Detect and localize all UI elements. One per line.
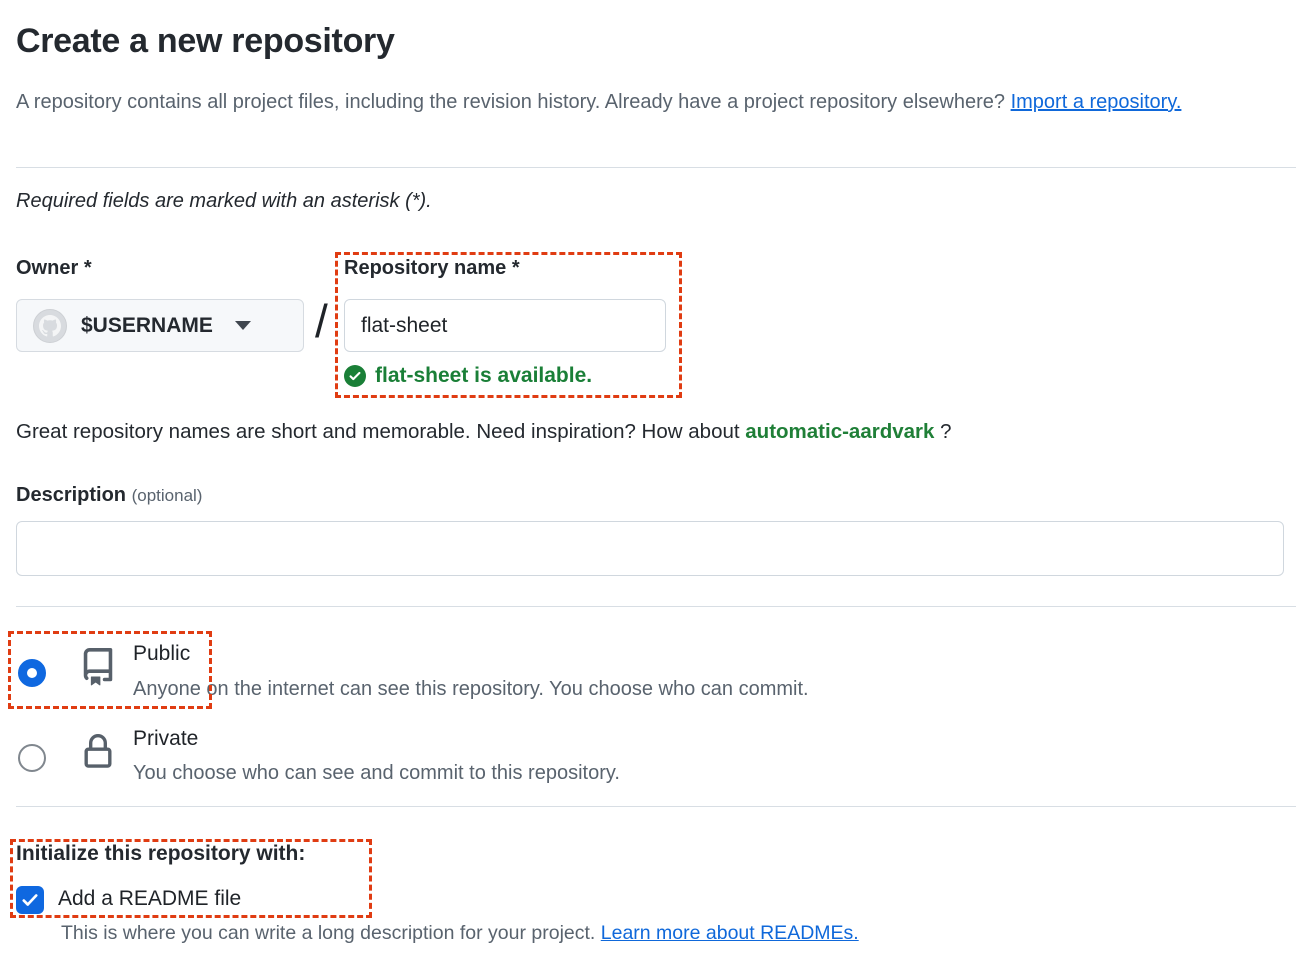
required-fields-note: Required fields are marked with an aster… bbox=[16, 190, 432, 212]
description-input[interactable] bbox=[16, 521, 1284, 576]
required-asterisk: * bbox=[83, 257, 92, 279]
intro-text: A repository contains all project files,… bbox=[16, 91, 1011, 113]
learn-more-readmes-link[interactable]: Learn more about READMEs. bbox=[600, 922, 859, 944]
private-option-description: You choose who can see and commit to thi… bbox=[133, 762, 620, 784]
initialize-heading: Initialize this repository with: bbox=[16, 842, 306, 865]
readme-help-text: This is where you can write a long descr… bbox=[61, 922, 859, 944]
add-readme-label[interactable]: Add a README file bbox=[58, 887, 242, 910]
octocat-icon bbox=[39, 314, 61, 336]
import-repository-link[interactable]: Import a repository. bbox=[1010, 91, 1182, 113]
owner-value: $USERNAME bbox=[81, 313, 213, 337]
divider bbox=[16, 606, 1296, 607]
public-radio[interactable] bbox=[18, 659, 46, 687]
owner-avatar bbox=[33, 308, 67, 343]
required-asterisk: * bbox=[511, 257, 520, 279]
add-readme-checkbox[interactable] bbox=[16, 886, 44, 914]
repo-book-icon bbox=[83, 648, 113, 686]
divider bbox=[16, 806, 1296, 807]
public-option-label[interactable]: Public bbox=[133, 642, 191, 665]
checkmark-icon bbox=[22, 894, 38, 906]
check-circle-icon bbox=[344, 365, 366, 387]
repository-name-input[interactable] bbox=[344, 299, 666, 352]
repository-name-label: Repository name * bbox=[344, 257, 520, 279]
page-title: Create a new repository bbox=[16, 22, 395, 60]
name-suggestion-hint: Great repository names are short and mem… bbox=[16, 420, 952, 443]
owner-dropdown-button[interactable]: $USERNAME bbox=[16, 299, 304, 352]
owner-label: Owner * bbox=[16, 257, 92, 279]
private-option-label[interactable]: Private bbox=[133, 727, 199, 750]
divider bbox=[16, 167, 1296, 168]
description-label: Description (optional) bbox=[16, 484, 203, 506]
lock-icon bbox=[84, 734, 112, 768]
private-radio[interactable] bbox=[18, 744, 46, 772]
suggested-name[interactable]: automatic-aardvark bbox=[745, 420, 935, 443]
name-availability-message: flat-sheet is available. bbox=[344, 364, 592, 388]
optional-tag: (optional) bbox=[131, 486, 203, 505]
public-option-description: Anyone on the internet can see this repo… bbox=[133, 678, 809, 700]
caret-down-icon bbox=[234, 321, 251, 330]
page-intro: A repository contains all project files,… bbox=[16, 83, 1201, 121]
owner-repo-separator: / bbox=[315, 295, 328, 347]
